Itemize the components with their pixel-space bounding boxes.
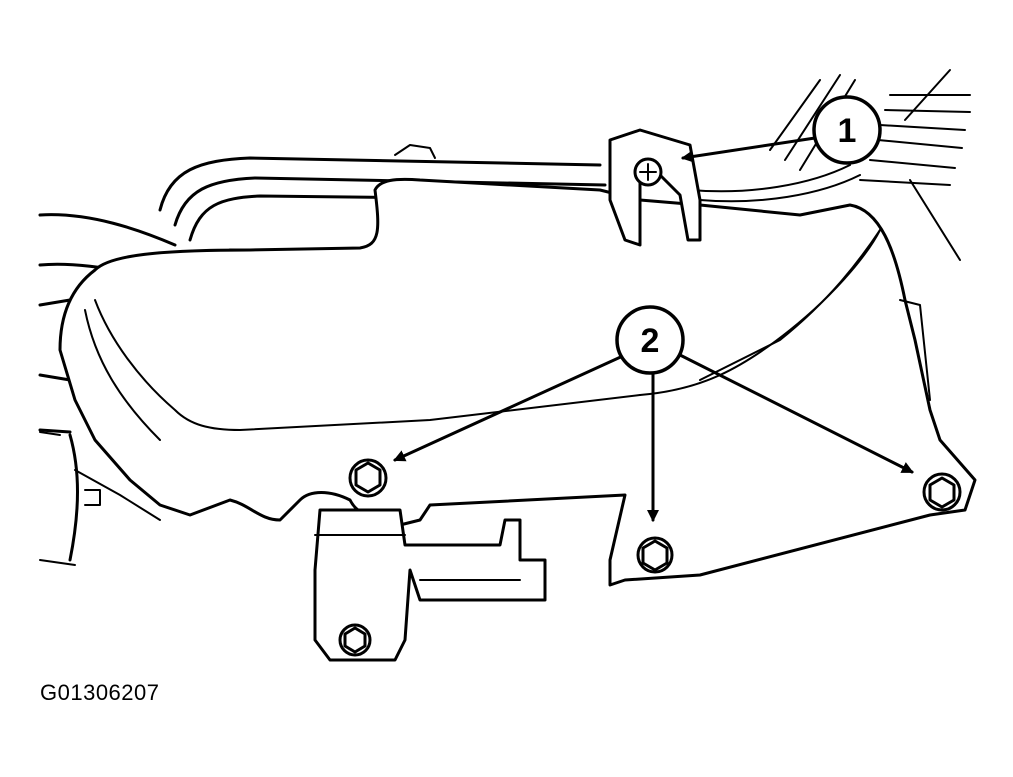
bolt-1	[348, 458, 388, 498]
throttle-body-edge	[39, 431, 101, 566]
callout-1-number: 1	[838, 112, 857, 150]
callout-2-arrows	[393, 353, 914, 522]
callout-2: 2	[615, 305, 685, 375]
figure-id-label: G01306207	[40, 680, 160, 705]
wiring-harness	[689, 69, 971, 261]
callout-1: 1	[812, 95, 882, 165]
air-inlet-housing	[58, 177, 977, 587]
callout-1-arrow	[681, 136, 817, 163]
lower-support-bracket	[313, 508, 547, 662]
bolt-4	[338, 623, 372, 657]
bolt-3	[922, 472, 962, 512]
callout-2-number: 2	[641, 322, 660, 360]
bolt-2	[636, 536, 674, 574]
mounting-bracket	[608, 128, 702, 247]
